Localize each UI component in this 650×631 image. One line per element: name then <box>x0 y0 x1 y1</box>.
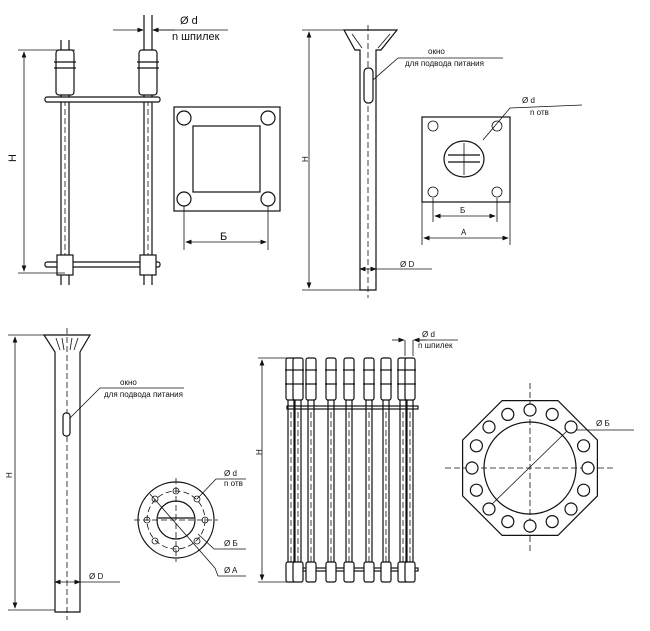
stud-nut-top <box>325 357 337 401</box>
bolt-circle-diameter-label: Ø Б <box>224 539 238 548</box>
bolt-hole <box>576 483 591 497</box>
bolt-hole <box>482 502 496 516</box>
stud-diameter-label: Ø d <box>180 15 198 27</box>
flange-holes <box>143 487 209 553</box>
hole-diameter-label: Ø d <box>522 96 535 105</box>
stud-nut-bottom <box>305 561 317 583</box>
pole-side-view-1: окно для подвода питания H Ø D <box>301 25 503 298</box>
stud-nut-bottom <box>380 561 392 583</box>
square-base-plate-view: Б <box>173 106 281 250</box>
square-flange-plate-view: Ø d n отв Б A <box>421 96 583 245</box>
height-label: H <box>5 472 14 478</box>
height-label: H <box>255 449 264 455</box>
bolt-hole <box>465 461 479 475</box>
bolt-hole <box>482 420 496 434</box>
pole-diameter-label: Ø D <box>400 260 414 269</box>
bolt-hole <box>545 407 559 421</box>
hole-count-label: n отв <box>224 479 243 488</box>
round-flange-plate-view: Ø d n отв Ø Б Ø A <box>134 469 246 577</box>
bolt-hole <box>469 483 483 497</box>
stud-nut-bottom <box>343 561 355 583</box>
stud-nut-bottom <box>404 561 416 583</box>
stud-nut-top <box>343 357 355 401</box>
anchor-bolt-assembly-side-view: H Ø d n шпилек <box>7 15 228 285</box>
stud-nut-bottom <box>292 561 304 583</box>
octagonal-flange-plate-view: Ø Б <box>445 383 634 553</box>
stud-nut-bottom <box>325 561 337 583</box>
stud-nut-top <box>404 357 416 401</box>
bolt-hole <box>469 439 483 453</box>
stud-nut-top <box>363 357 375 401</box>
bolt-hole <box>501 514 515 529</box>
bolt-hole <box>564 502 578 516</box>
bolt-hole <box>581 461 595 475</box>
stud-diameter-label: Ø d <box>422 330 435 339</box>
hole-diameter-label: Ø d <box>224 469 237 478</box>
bolt-hole <box>545 514 559 529</box>
anchor-bolt-cage-side-view: H Ø d n шпилек <box>255 330 458 583</box>
bolt-hole <box>576 439 591 453</box>
stud-nut-top <box>292 357 304 401</box>
stud-count-label: n шпилек <box>418 341 453 350</box>
stud-nut-top <box>380 357 392 401</box>
window-label: окно <box>428 47 445 56</box>
stud-count-label: n шпилек <box>172 31 220 43</box>
window-description-label: для подвода питания <box>405 59 484 68</box>
octagon-outline <box>462 400 599 537</box>
window-description-label: для подвода питания <box>104 390 183 399</box>
dimension-b-label: Б <box>460 206 465 215</box>
stud-nut-top <box>305 357 317 401</box>
bolt-circle-diameter-label: Ø Б <box>596 419 610 428</box>
pole-side-view-2: окно для подвода питания H Ø D <box>5 328 184 620</box>
bolt-hole <box>564 420 578 434</box>
bolt-hole <box>501 407 515 421</box>
bolt-hole <box>523 519 537 533</box>
flange-diameter-label: Ø A <box>224 566 238 575</box>
stud-nut-bottom <box>363 561 375 583</box>
dimension-a-label: A <box>461 228 467 237</box>
pole-diameter-label: Ø D <box>89 572 103 581</box>
dimension-b-label: Б <box>220 231 227 243</box>
height-label: H <box>301 156 310 162</box>
window-label: окно <box>120 378 137 387</box>
bolt-hole <box>523 403 537 417</box>
hole-count-label: n отв <box>530 108 549 117</box>
height-label: H <box>7 154 19 162</box>
